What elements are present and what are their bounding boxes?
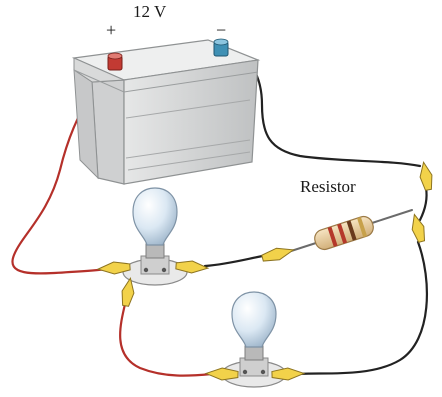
resistor-lead-right <box>371 209 413 224</box>
negative-terminal <box>213 38 229 57</box>
alligator-clip-icon <box>261 247 295 262</box>
alligator-clip-icon <box>411 213 426 243</box>
alligator-clip-icon <box>121 276 135 307</box>
alligator-clips <box>96 160 433 381</box>
alligator-clip-icon <box>204 367 239 381</box>
resistor-icon <box>314 215 374 251</box>
alligator-clip-icon <box>271 367 306 381</box>
alligator-clip-icon <box>419 160 433 191</box>
battery-icon <box>71 38 261 185</box>
red-wire-bulb1-to-bulb2 <box>119 298 214 377</box>
alligator-clip-icon <box>96 261 131 275</box>
positive-terminal-label: + <box>106 20 117 40</box>
light-bulb-icon <box>122 187 188 286</box>
black-wire-bulb1-to-resistor <box>203 253 270 268</box>
resistor-label: Resistor <box>300 177 356 196</box>
black-wire-junction-to-bulb2 <box>296 240 429 376</box>
alligator-clip-icon <box>175 260 210 274</box>
battery-voltage-label: 12 V <box>133 2 167 21</box>
black-wire-jumper <box>418 186 428 222</box>
positive-terminal <box>107 52 123 71</box>
negative-terminal-label: − <box>216 20 227 40</box>
light-bulb-icon <box>221 291 287 388</box>
